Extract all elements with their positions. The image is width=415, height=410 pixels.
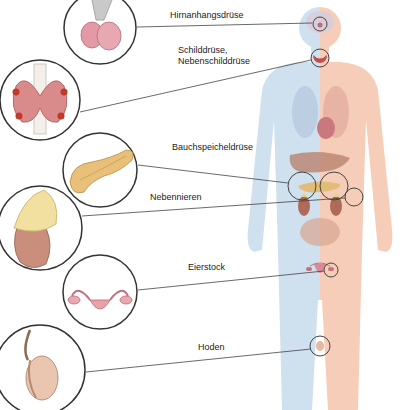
gland-label: Hirnanhangsdrüse xyxy=(168,10,246,21)
thyroid-illustration xyxy=(13,64,68,134)
adrenal-illustration xyxy=(14,190,57,268)
body-silhouette xyxy=(248,7,393,410)
gland-label: Nebennieren xyxy=(148,192,204,203)
label-holder: Nebennieren xyxy=(148,186,204,204)
label-holder: Bauchspeicheldrüse xyxy=(170,136,255,154)
gland-label: Bauchspeicheldrüse xyxy=(170,142,255,153)
label-holder: Hoden xyxy=(196,336,227,354)
ovary-illustration xyxy=(68,291,132,309)
pancreas-illustration xyxy=(70,150,133,193)
testis-illustration xyxy=(25,330,58,400)
label-holder: Hirnanhangsdrüse xyxy=(168,4,246,22)
label-holder: Eierstock xyxy=(186,256,227,274)
gland-label: Hoden xyxy=(196,342,227,353)
detail-circles xyxy=(0,0,137,410)
gland-label: Eierstock xyxy=(186,262,227,273)
pituitary-illustration xyxy=(81,0,121,50)
internal-organs xyxy=(290,11,350,351)
label-holder: Schilddrüse, Nebenschilddrüse xyxy=(176,45,260,68)
highlight-circles xyxy=(288,17,363,356)
gland-label: Schilddrüse, Nebenschilddrüse xyxy=(176,45,260,67)
